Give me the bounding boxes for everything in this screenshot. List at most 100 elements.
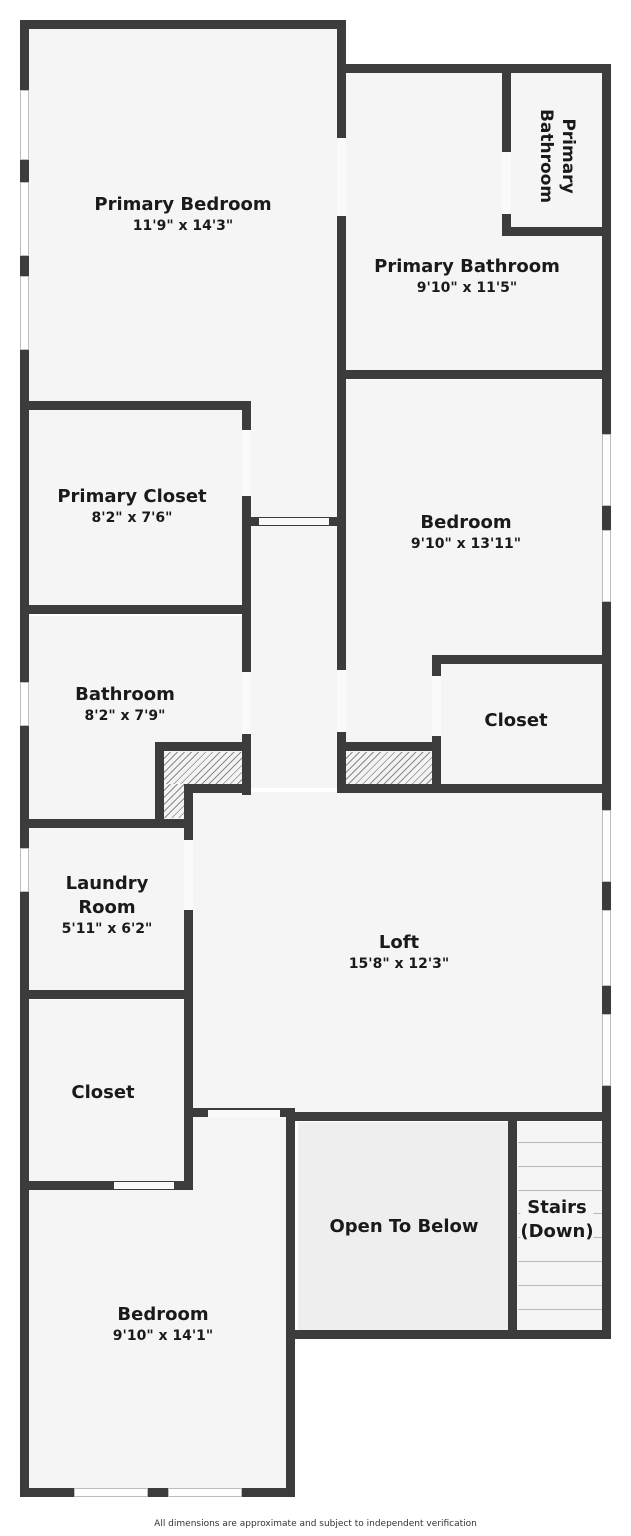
wall xyxy=(337,20,346,530)
wall xyxy=(20,1488,295,1497)
wall xyxy=(20,401,251,410)
primary-bathroom-floor xyxy=(346,72,602,372)
room-name: Closet xyxy=(484,710,548,731)
shaft-hatch-left xyxy=(164,752,242,784)
loft-floor xyxy=(192,792,602,1112)
room-label-loft: Loft 15'8" x 12'3" xyxy=(349,931,449,973)
window xyxy=(20,90,29,160)
room-label-closet-right: Closet xyxy=(484,709,547,733)
open-to-below-floor xyxy=(298,1122,508,1330)
room-name: Primary Bathroom xyxy=(536,108,578,204)
door-opening[interactable] xyxy=(337,138,346,216)
room-label-bedroom-2: Bedroom 9'10" x 13'11" xyxy=(411,511,521,553)
room-name: Primary Closet xyxy=(57,486,207,507)
wall xyxy=(337,784,611,793)
window xyxy=(20,276,29,350)
wall xyxy=(602,64,611,1338)
room-name: Primary Bathroom xyxy=(374,256,560,277)
room-name-line2: (Down) xyxy=(520,1221,594,1242)
room-label-bathroom: Bathroom 8'2" x 7'9" xyxy=(75,683,175,725)
room-label-closet-left: Closet xyxy=(71,1081,134,1105)
wall xyxy=(20,605,251,614)
wall xyxy=(20,1181,193,1190)
room-dimensions: 9'10" x 13'11" xyxy=(410,536,522,552)
wall xyxy=(184,784,193,1190)
room-label-laundry-room: Laundry Room 5'11" x 6'2" xyxy=(62,872,153,938)
stair-tread xyxy=(518,1261,602,1262)
room-dimensions: 8'2" x 7'6" xyxy=(91,510,173,526)
room-label-stairs: Stairs (Down) xyxy=(520,1196,594,1244)
wall xyxy=(20,990,193,999)
window xyxy=(74,1488,148,1497)
wall xyxy=(242,401,251,795)
window xyxy=(602,1014,611,1086)
room-dimensions: 5'11" x 6'2" xyxy=(61,921,153,937)
room-name: Bedroom xyxy=(117,1304,209,1325)
window xyxy=(602,910,611,986)
room-name: Open To Below xyxy=(329,1216,479,1237)
primary-closet-floor xyxy=(28,408,242,608)
wall xyxy=(432,655,611,664)
wall xyxy=(290,1112,611,1121)
room-label-primary-closet: Primary Closet 8'2" x 7'6" xyxy=(57,485,206,527)
stair-tread xyxy=(518,1142,602,1143)
wall xyxy=(337,526,346,793)
room-name-line2: Room xyxy=(78,897,136,918)
wall xyxy=(508,1112,517,1338)
room-name-line1: Laundry xyxy=(65,873,149,894)
wall xyxy=(20,819,193,828)
wall xyxy=(20,20,29,1497)
window xyxy=(20,182,29,256)
room-name: Primary Bedroom xyxy=(94,194,272,215)
stair-tread xyxy=(518,1166,602,1167)
room-dimensions: 11'9" x 14'3" xyxy=(132,218,234,234)
stair-tread xyxy=(518,1190,602,1191)
disclaimer: All dimensions are approximate and subje… xyxy=(154,1519,477,1529)
door-opening[interactable] xyxy=(184,840,193,910)
primary-bedroom-floor xyxy=(28,28,338,408)
hallway-floor xyxy=(250,408,338,788)
door-opening[interactable] xyxy=(337,670,346,732)
bedroom-3-floor xyxy=(28,1190,290,1488)
room-dimensions: 9'10" x 14'1" xyxy=(112,1328,214,1344)
wall xyxy=(337,370,611,379)
window xyxy=(20,848,29,892)
room-name-line1: Stairs xyxy=(527,1197,587,1218)
door-opening[interactable] xyxy=(208,1110,280,1117)
room-dimensions: 15'8" x 12'3" xyxy=(348,956,450,972)
wall xyxy=(286,1112,295,1497)
stair-tread xyxy=(518,1285,602,1286)
bedroom-3-entry-floor xyxy=(192,1112,290,1192)
shaft-hatch-right xyxy=(346,752,432,784)
room-name: Closet xyxy=(71,1082,135,1103)
door-opening[interactable] xyxy=(432,676,441,736)
bedroom-2-floor xyxy=(346,380,602,788)
door-opening[interactable] xyxy=(259,518,329,525)
wall xyxy=(155,742,164,828)
closet-left-floor xyxy=(28,1000,184,1182)
wall xyxy=(337,64,611,73)
window xyxy=(602,530,611,602)
room-name: Bathroom xyxy=(75,684,175,705)
door-opening[interactable] xyxy=(242,430,251,496)
door-opening[interactable] xyxy=(242,672,251,734)
wall xyxy=(184,784,251,793)
laundry-floor xyxy=(28,828,184,992)
wall xyxy=(502,227,608,236)
room-label-open-to-below: Open To Below xyxy=(329,1215,478,1239)
room-name: Loft xyxy=(378,932,420,953)
door-opening[interactable] xyxy=(114,1182,174,1189)
window xyxy=(602,434,611,506)
stair-tread xyxy=(518,1309,602,1310)
window xyxy=(168,1488,242,1497)
window xyxy=(602,810,611,882)
shaft-hatch-left-lower xyxy=(164,784,184,818)
room-label-primary-bedroom: Primary Bedroom 11'9" x 14'3" xyxy=(94,193,271,235)
room-dimensions: 9'10" x 11'5" xyxy=(416,280,518,296)
wall xyxy=(290,1330,611,1339)
wall xyxy=(502,64,511,236)
door-opening[interactable] xyxy=(502,152,511,214)
room-label-primary-bathroom: Primary Bathroom 9'10" x 11'5" xyxy=(374,255,560,297)
room-label-primary-bathroom-small: Primary Bathroom xyxy=(535,106,579,206)
